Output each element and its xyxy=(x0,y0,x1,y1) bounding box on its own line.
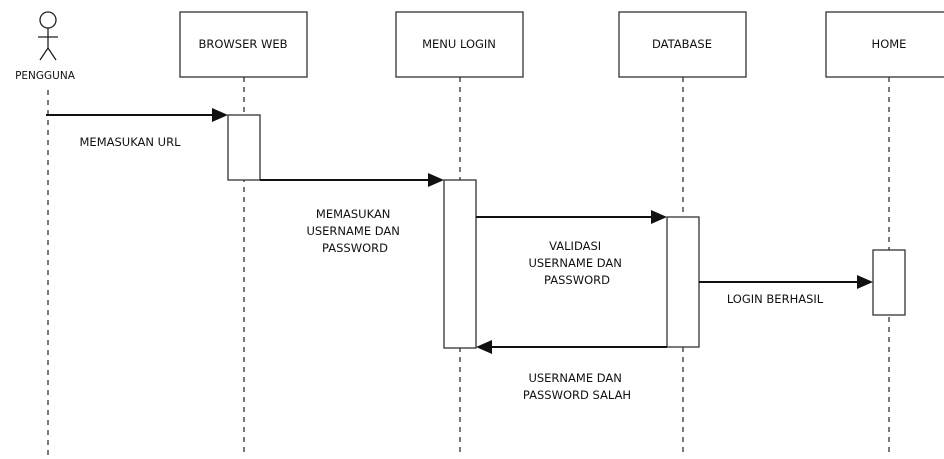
participant-home: HOME xyxy=(825,11,944,78)
message-label: USERNAME DAN PASSWORD SALAH xyxy=(523,371,631,402)
actor-label: PENGGUNA xyxy=(15,70,76,82)
message-validasi: VALIDASI USERNAME DAN PASSWORD xyxy=(476,210,667,287)
message-memasukan-url: MEMASUKAN URL xyxy=(46,108,228,149)
actor-figure-icon xyxy=(38,11,58,61)
message-label: MEMASUKAN USERNAME DAN PASSWORD xyxy=(306,207,403,255)
activation-login xyxy=(443,179,477,349)
message-login-berhasil: LOGIN BERHASIL xyxy=(699,275,873,306)
activation-database xyxy=(666,216,700,348)
message-label: MEMASUKAN URL xyxy=(80,135,182,149)
participant-login: MENU LOGIN xyxy=(395,11,524,78)
participant-database: DATABASE xyxy=(618,11,747,78)
message-username-password-salah: USERNAME DAN PASSWORD SALAH xyxy=(476,340,667,402)
participant-browser-label: BROWSER WEB xyxy=(198,37,287,51)
message-label: LOGIN BERHASIL xyxy=(727,292,824,306)
participant-home-label: HOME xyxy=(872,37,907,51)
participant-database-label: DATABASE xyxy=(652,37,712,51)
message-memasukan-username-password: MEMASUKAN USERNAME DAN PASSWORD xyxy=(260,173,444,255)
activation-home xyxy=(872,249,906,316)
message-label: VALIDASI USERNAME DAN PASSWORD xyxy=(528,239,625,287)
activation-browser xyxy=(227,114,261,181)
participant-browser: BROWSER WEB xyxy=(179,11,308,78)
participant-login-label: MENU LOGIN xyxy=(422,37,496,51)
